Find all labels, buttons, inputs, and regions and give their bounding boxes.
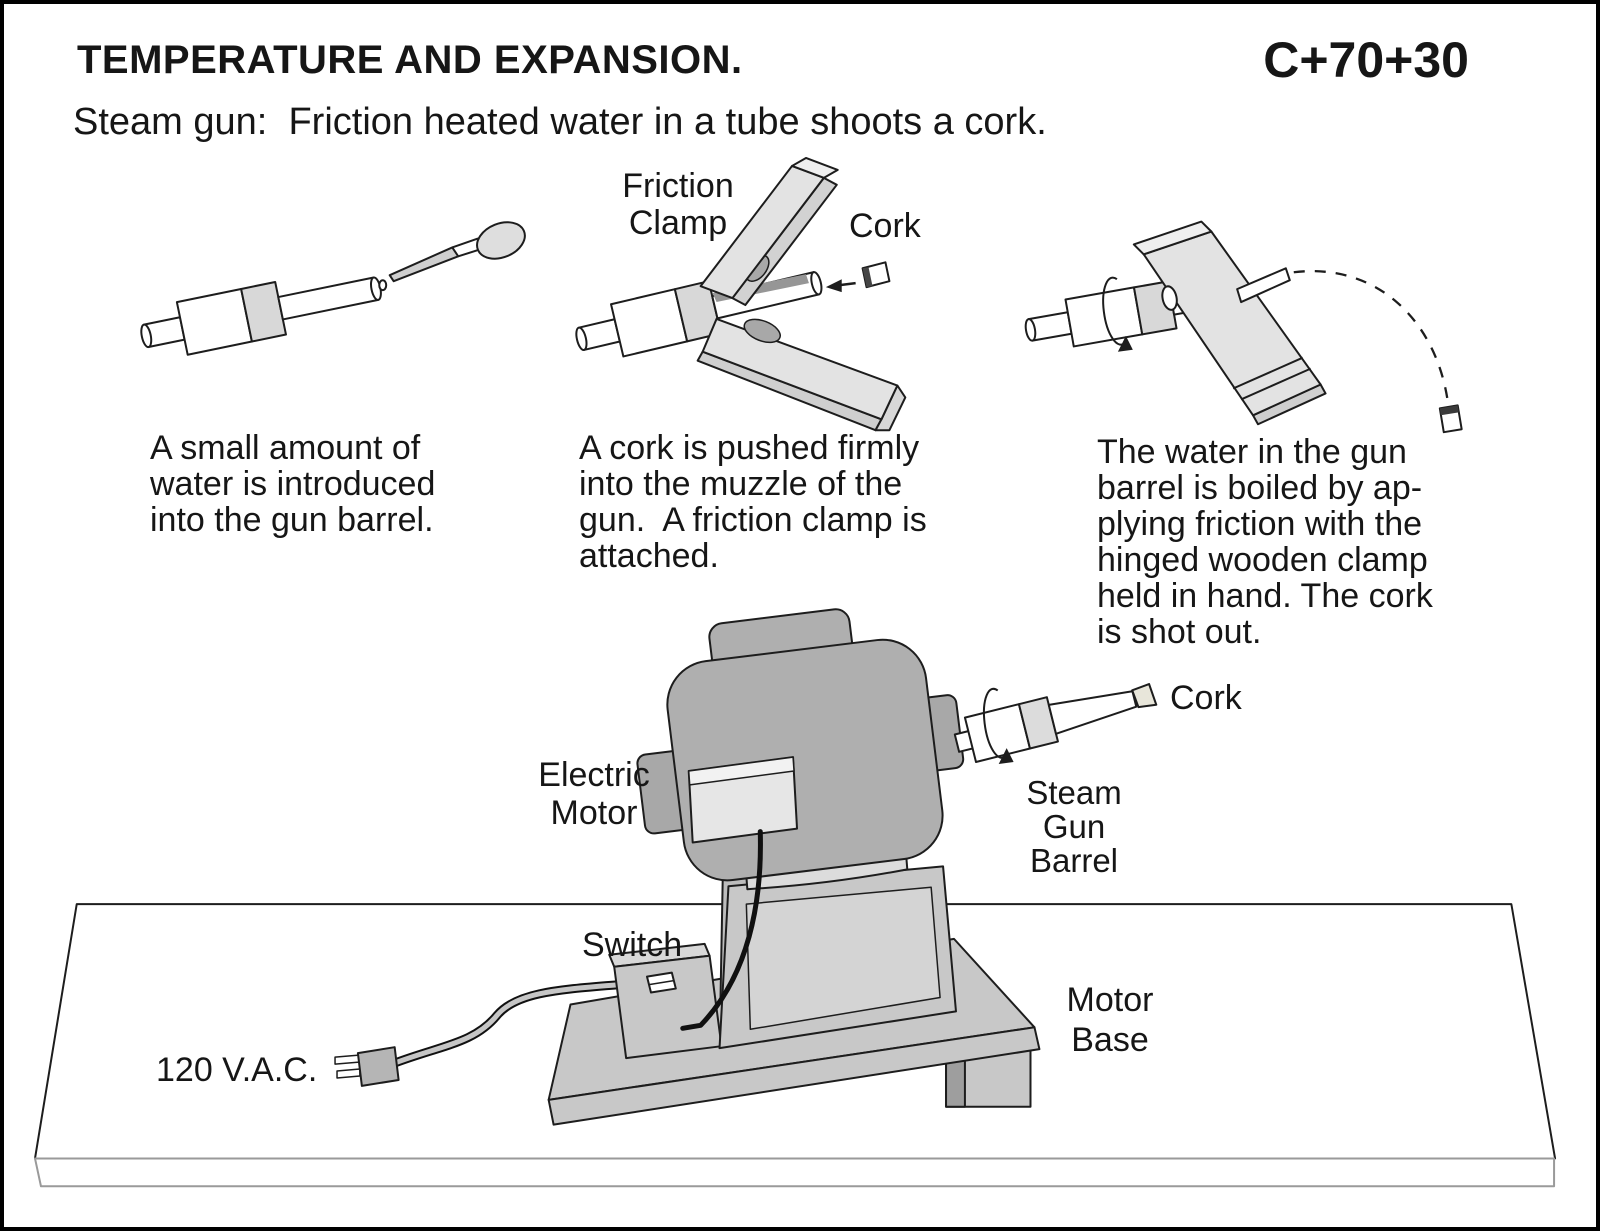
step2-cork-drawing [863, 262, 890, 287]
page-subtitle: Steam gun: Friction heated water in a tu… [73, 101, 1047, 143]
friction-clamp-label: Friction Clamp [622, 167, 734, 242]
switch-drawing [609, 944, 721, 1058]
electric-motor-label: Electric Motor [538, 756, 650, 832]
step1-caption: A small amount of water is introduced in… [150, 429, 436, 539]
motor-base-label: Motor Base [1066, 981, 1154, 1059]
step3-rotation-arrow-icon [1103, 278, 1133, 352]
plug-icon [335, 1047, 399, 1086]
step2-caption: A cork is pushed firmly into the muzzle … [579, 429, 927, 575]
diagram-artwork [4, 4, 1596, 1227]
apparatus-rotation-arrow-icon [984, 689, 1014, 765]
switch-label: Switch [582, 926, 683, 964]
cork-trajectory-path [1294, 271, 1448, 401]
electric-motor-drawing [636, 608, 964, 1048]
power-cord-drawing [395, 985, 620, 1063]
step2-cork-label: Cork [849, 207, 921, 245]
step1-gun-barrel-drawing [137, 262, 386, 363]
power-voltage-label: 120 V.A.C. [156, 1051, 318, 1089]
step3-closed-clamp-drawing [1134, 222, 1326, 425]
eyedropper-icon [379, 215, 530, 290]
step2-gun-barrel-drawing [571, 256, 827, 366]
document-code: C+70+30 [1263, 32, 1469, 88]
page-title: TEMPERATURE AND EXPANSION. [77, 38, 743, 82]
step2-arrow-icon [825, 279, 856, 293]
steam-gun-barrel-drawing [951, 672, 1159, 765]
step3-caption: The water in the gun barrel is boiled by… [1097, 433, 1433, 651]
friction-clamp-drawing [698, 158, 906, 430]
apparatus-cork-label: Cork [1170, 679, 1242, 717]
steam-gun-barrel-label: Steam Gun Barrel [1026, 774, 1122, 879]
step3-flying-cork-drawing [1440, 405, 1462, 432]
